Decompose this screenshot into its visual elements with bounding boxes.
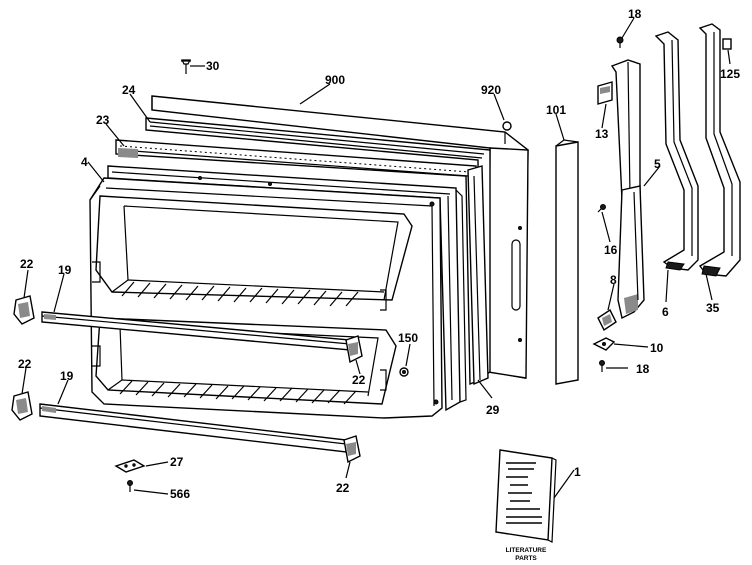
screw-top xyxy=(616,36,624,48)
callout-150: 150 xyxy=(398,331,418,345)
callout-19-upper: 19 xyxy=(58,263,72,277)
callout-4: 4 xyxy=(81,155,88,169)
hinge-plate-10 xyxy=(592,337,616,351)
plug-125 xyxy=(722,38,732,50)
screw-18-lower xyxy=(599,360,605,372)
callout-30: 30 xyxy=(206,59,220,73)
trim-strip xyxy=(555,139,579,385)
callout-22-left-lower: 22 xyxy=(18,357,32,371)
gasket-strip xyxy=(467,165,489,386)
callout-23: 23 xyxy=(96,113,110,127)
shelf-bar-upper xyxy=(41,311,351,351)
callout-29: 29 xyxy=(486,403,500,417)
screw-16 xyxy=(597,204,606,213)
plug-150 xyxy=(399,367,409,377)
callout-10: 10 xyxy=(650,341,664,355)
screw-566 xyxy=(127,480,133,492)
literature-label-line2: PARTS xyxy=(515,555,537,562)
callout-22-right-lower: 22 xyxy=(336,481,350,495)
literature-label-line1: LITERATURE xyxy=(506,547,547,554)
callout-900: 900 xyxy=(325,73,345,87)
callout-6: 6 xyxy=(662,305,669,319)
callout-16: 16 xyxy=(604,243,618,257)
callout-920: 920 xyxy=(481,83,501,97)
callout-24: 24 xyxy=(122,83,136,97)
screw-30 xyxy=(181,59,191,74)
callout-13: 13 xyxy=(595,127,609,141)
callout-125: 125 xyxy=(720,67,740,81)
callout-8: 8 xyxy=(610,273,617,287)
callout-22-left-upper: 22 xyxy=(20,257,34,271)
hinge-arm-35 xyxy=(698,23,741,277)
hinge-arm-6 xyxy=(654,31,699,271)
callout-18-lower: 18 xyxy=(636,362,650,376)
callout-35: 35 xyxy=(706,301,720,315)
cam-8 xyxy=(597,308,617,332)
callout-5: 5 xyxy=(654,157,661,171)
literature-booklet xyxy=(495,449,557,543)
callout-labels: 18 30 900 920 24 23 4 101 13 5 16 125 6 … xyxy=(18,7,740,501)
door-assembly xyxy=(89,95,529,419)
leader-lines xyxy=(21,17,731,499)
callout-1: 1 xyxy=(574,465,581,479)
callout-18-top: 18 xyxy=(628,7,642,21)
callout-27: 27 xyxy=(170,455,184,469)
spacer-block xyxy=(597,81,613,105)
shelf-end-cap-right-lower xyxy=(343,435,361,464)
shelf-end-cap-left-upper xyxy=(13,295,35,325)
bracket-27 xyxy=(114,459,146,473)
callout-22-right-upper: 22 xyxy=(352,373,366,387)
callout-566: 566 xyxy=(170,487,190,501)
shelf-end-cap-right-upper xyxy=(345,335,363,364)
callout-101: 101 xyxy=(546,103,566,117)
shelf-bar-lower xyxy=(39,403,347,453)
shelf-end-cap-left-lower xyxy=(11,391,33,421)
hinge-bracket xyxy=(610,59,645,320)
callout-19-lower: 19 xyxy=(60,369,74,383)
